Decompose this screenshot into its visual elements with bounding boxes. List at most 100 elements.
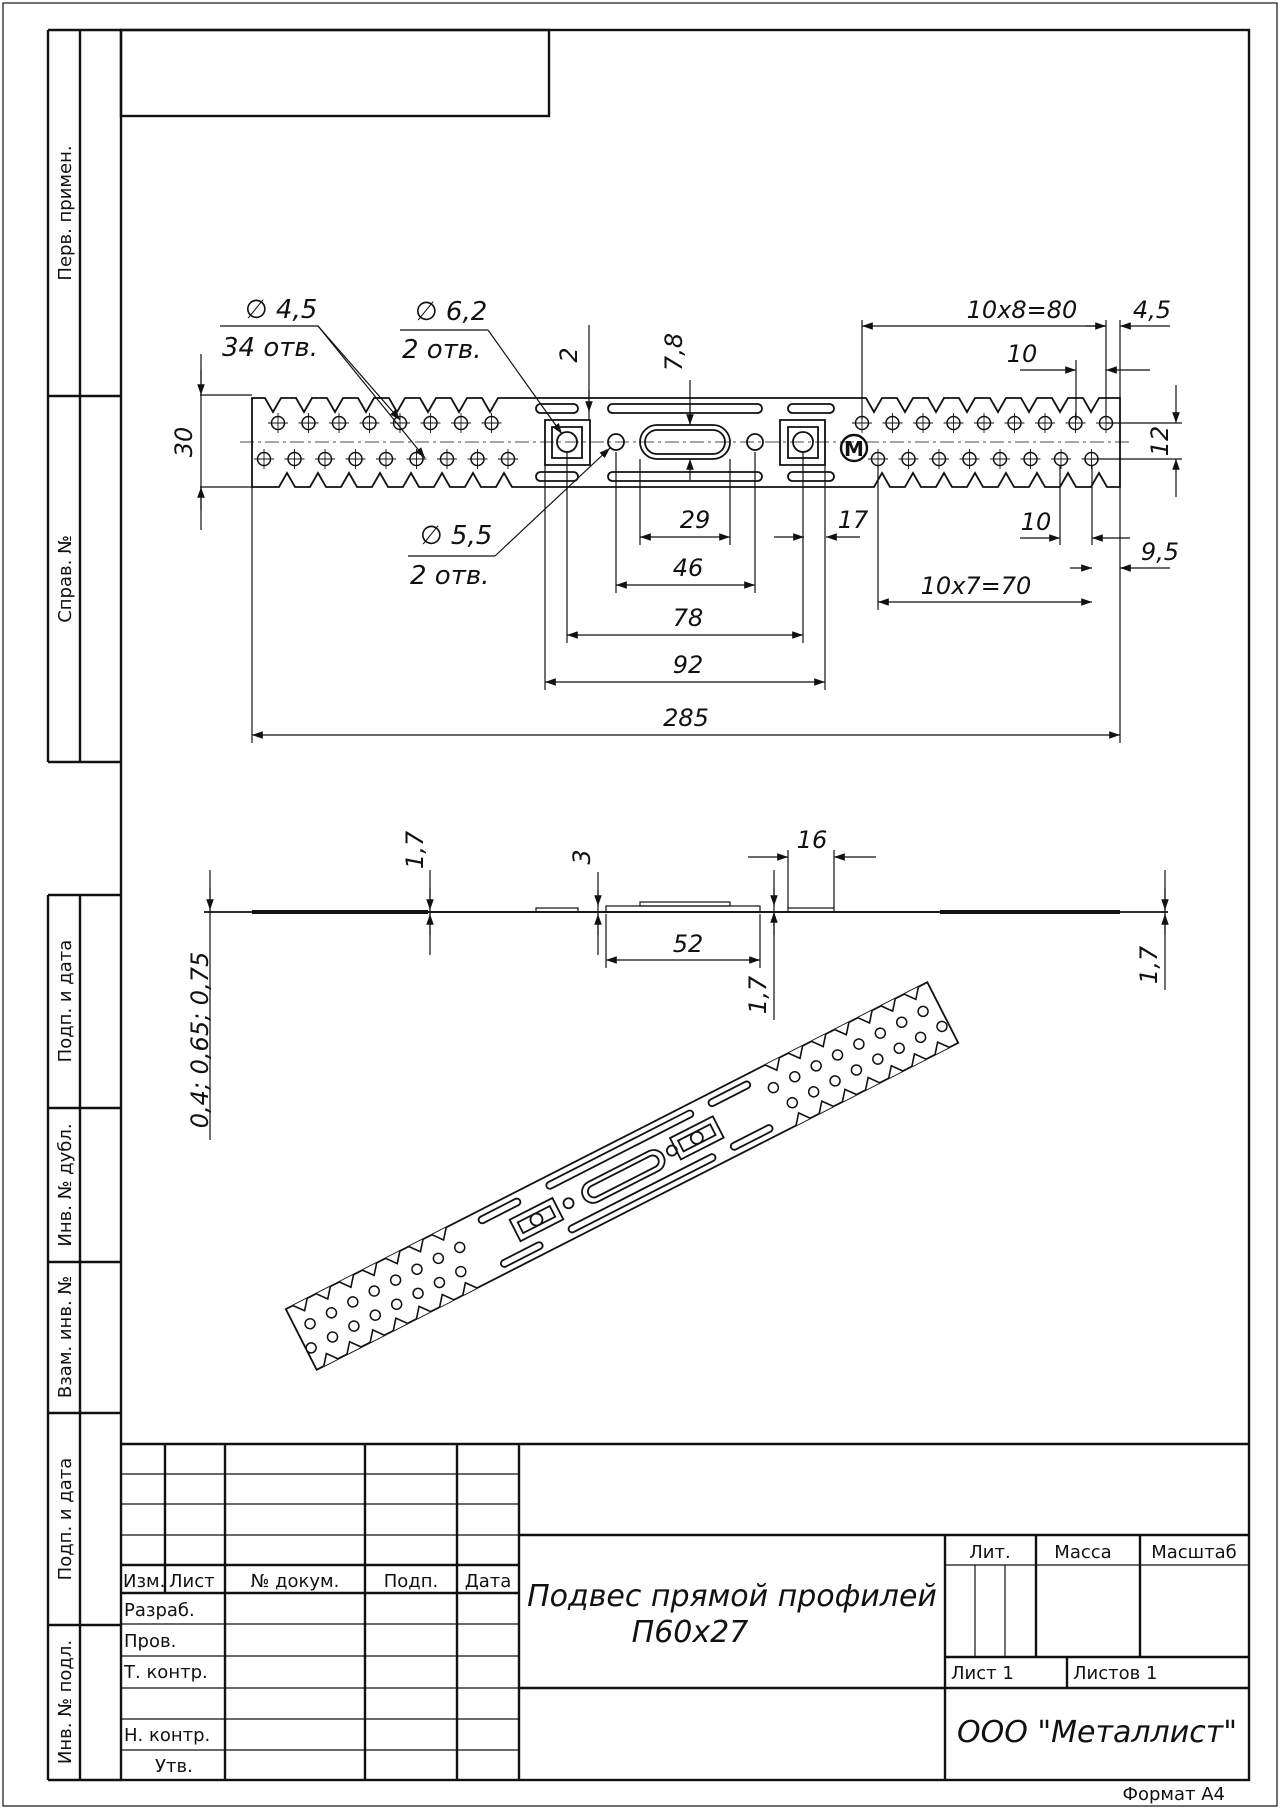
dim-92: 92: [673, 651, 704, 679]
iso-hole: [326, 1331, 339, 1343]
iso-hole: [914, 1031, 927, 1044]
dim-52: 52: [673, 930, 704, 958]
hole: [974, 413, 994, 433]
dim-4-5: 4,5: [1133, 296, 1171, 324]
dim-hole-big-count: 2 отв.: [402, 335, 481, 365]
iso-hole: [874, 1027, 887, 1039]
hole: [943, 413, 964, 433]
tb-row-utv: Утв.: [155, 1756, 193, 1777]
iso-tooth: [864, 1076, 881, 1091]
iso-tooth: [323, 1352, 339, 1367]
iso-holes: [304, 1005, 948, 1354]
hole: [284, 449, 305, 469]
dim-12: 12: [1146, 426, 1174, 457]
hole: [406, 449, 427, 469]
iso-tooth: [764, 1057, 781, 1072]
dim-1-7-mid: 1,7: [744, 975, 772, 1014]
iso-hole: [895, 1016, 908, 1029]
dim-16: 16: [797, 826, 828, 854]
iso-tooth: [787, 1045, 804, 1060]
iso-tooth: [903, 986, 920, 1001]
plan-slots: [535, 403, 835, 482]
iso-hole: [390, 1298, 403, 1311]
dim-hole-mid-dia: ∅ 5,5: [420, 521, 492, 551]
tb-company: ООО "Металлист": [957, 1715, 1237, 1750]
side-view: 0,4; 0,65; 0,75 1,7 3 52 1,7 16 1,7: [186, 826, 1169, 1140]
iso-tooth: [887, 1064, 904, 1079]
dim-9-5: 9,5: [1141, 538, 1179, 566]
side-view-teeth-right: [940, 910, 1120, 914]
tb-row-n-kontr: Н. контр.: [124, 1725, 210, 1746]
hole: [481, 413, 502, 433]
dim-285: 285: [663, 704, 709, 732]
dim-1-7-left: 1,7: [401, 830, 429, 869]
iso-tooth: [834, 1022, 850, 1036]
side-label-inv-no-dubl: Инв. № дубл.: [55, 1123, 76, 1246]
side-label-inv-no-podl: Инв. № подл.: [55, 1640, 76, 1764]
iso-hole: [853, 1038, 865, 1050]
dim-30: 30: [170, 427, 198, 458]
tb-list-1: Лист 1: [951, 1663, 1014, 1684]
hole: [437, 449, 457, 469]
hole: [420, 413, 441, 433]
iso-tooth: [315, 1286, 332, 1301]
iso-tooth: [392, 1317, 408, 1331]
iso-hole: [348, 1320, 360, 1332]
dim-3: 3: [568, 849, 596, 864]
isometric-view: [284, 981, 960, 1371]
dim-10x8: 10x8=80: [967, 296, 1078, 324]
iso-tooth: [369, 1328, 385, 1343]
tb-title-line2: П60х27: [632, 1615, 749, 1650]
plan-view: M 30 ∅ 4,5 34 отв. ∅ 6,2 2 отв. ∅ 5,5 2 …: [170, 295, 1182, 743]
iso-tooth: [911, 1052, 927, 1067]
side-label-podp-data-2: Подп. и дата: [55, 1458, 76, 1581]
tb-header-data: Дата: [465, 1571, 512, 1592]
iso-hole: [368, 1285, 380, 1297]
tb-header-podp: Подп.: [384, 1571, 438, 1592]
dim-10-bottom: 10: [1021, 508, 1052, 536]
tb-masshtab: Масштаб: [1151, 1542, 1237, 1563]
iso-tooth: [362, 1262, 378, 1277]
iso-hole: [917, 1005, 929, 1018]
iso-tooth: [880, 998, 897, 1013]
iso-hole: [807, 1086, 820, 1098]
hole: [898, 449, 919, 469]
iso-hole: [432, 1252, 445, 1265]
tb-header-list: Лист: [169, 1571, 215, 1592]
iso-tooth: [857, 1010, 873, 1025]
iso-hole: [789, 1070, 801, 1083]
hole: [990, 449, 1010, 469]
iso-tooth: [415, 1305, 432, 1320]
iso-tooth: [346, 1340, 362, 1355]
hole: [959, 449, 980, 469]
hole: [451, 413, 471, 433]
plan-strip-outline: [251, 397, 1121, 488]
hole: [345, 449, 366, 469]
iso-hole: [872, 1053, 884, 1065]
iso-hole: [810, 1060, 822, 1072]
hole: [268, 413, 288, 433]
tb-row-prov: Пров.: [124, 1631, 176, 1652]
format-label: Формат А4: [1122, 1784, 1225, 1805]
hole: [913, 413, 933, 433]
side-label-perv-primen: Перв. примен.: [55, 145, 76, 280]
hole: [298, 413, 319, 433]
hole: [359, 413, 380, 433]
tb-header-izm: Изм.: [123, 1571, 165, 1592]
iso-hole: [786, 1096, 799, 1109]
iso-tooth: [934, 1040, 950, 1055]
hole: [254, 449, 274, 469]
side-label-vzam-inv-no: Взам. инв. №: [55, 1276, 76, 1398]
dim-2: 2: [555, 347, 583, 362]
title-block: Изм. Лист № докум. Подп. Дата Разраб. Пр…: [121, 1442, 1249, 1780]
hole: [1020, 449, 1041, 469]
iso-hole: [325, 1307, 338, 1319]
hole: [1051, 449, 1071, 469]
tb-title-line1: Подвес прямой профилей: [527, 1579, 937, 1614]
iso-tooth: [818, 1099, 834, 1114]
iso-hole: [829, 1075, 841, 1087]
logo-letter: M: [844, 437, 864, 461]
dim-46: 46: [673, 554, 704, 582]
iso-tooth: [841, 1088, 857, 1103]
